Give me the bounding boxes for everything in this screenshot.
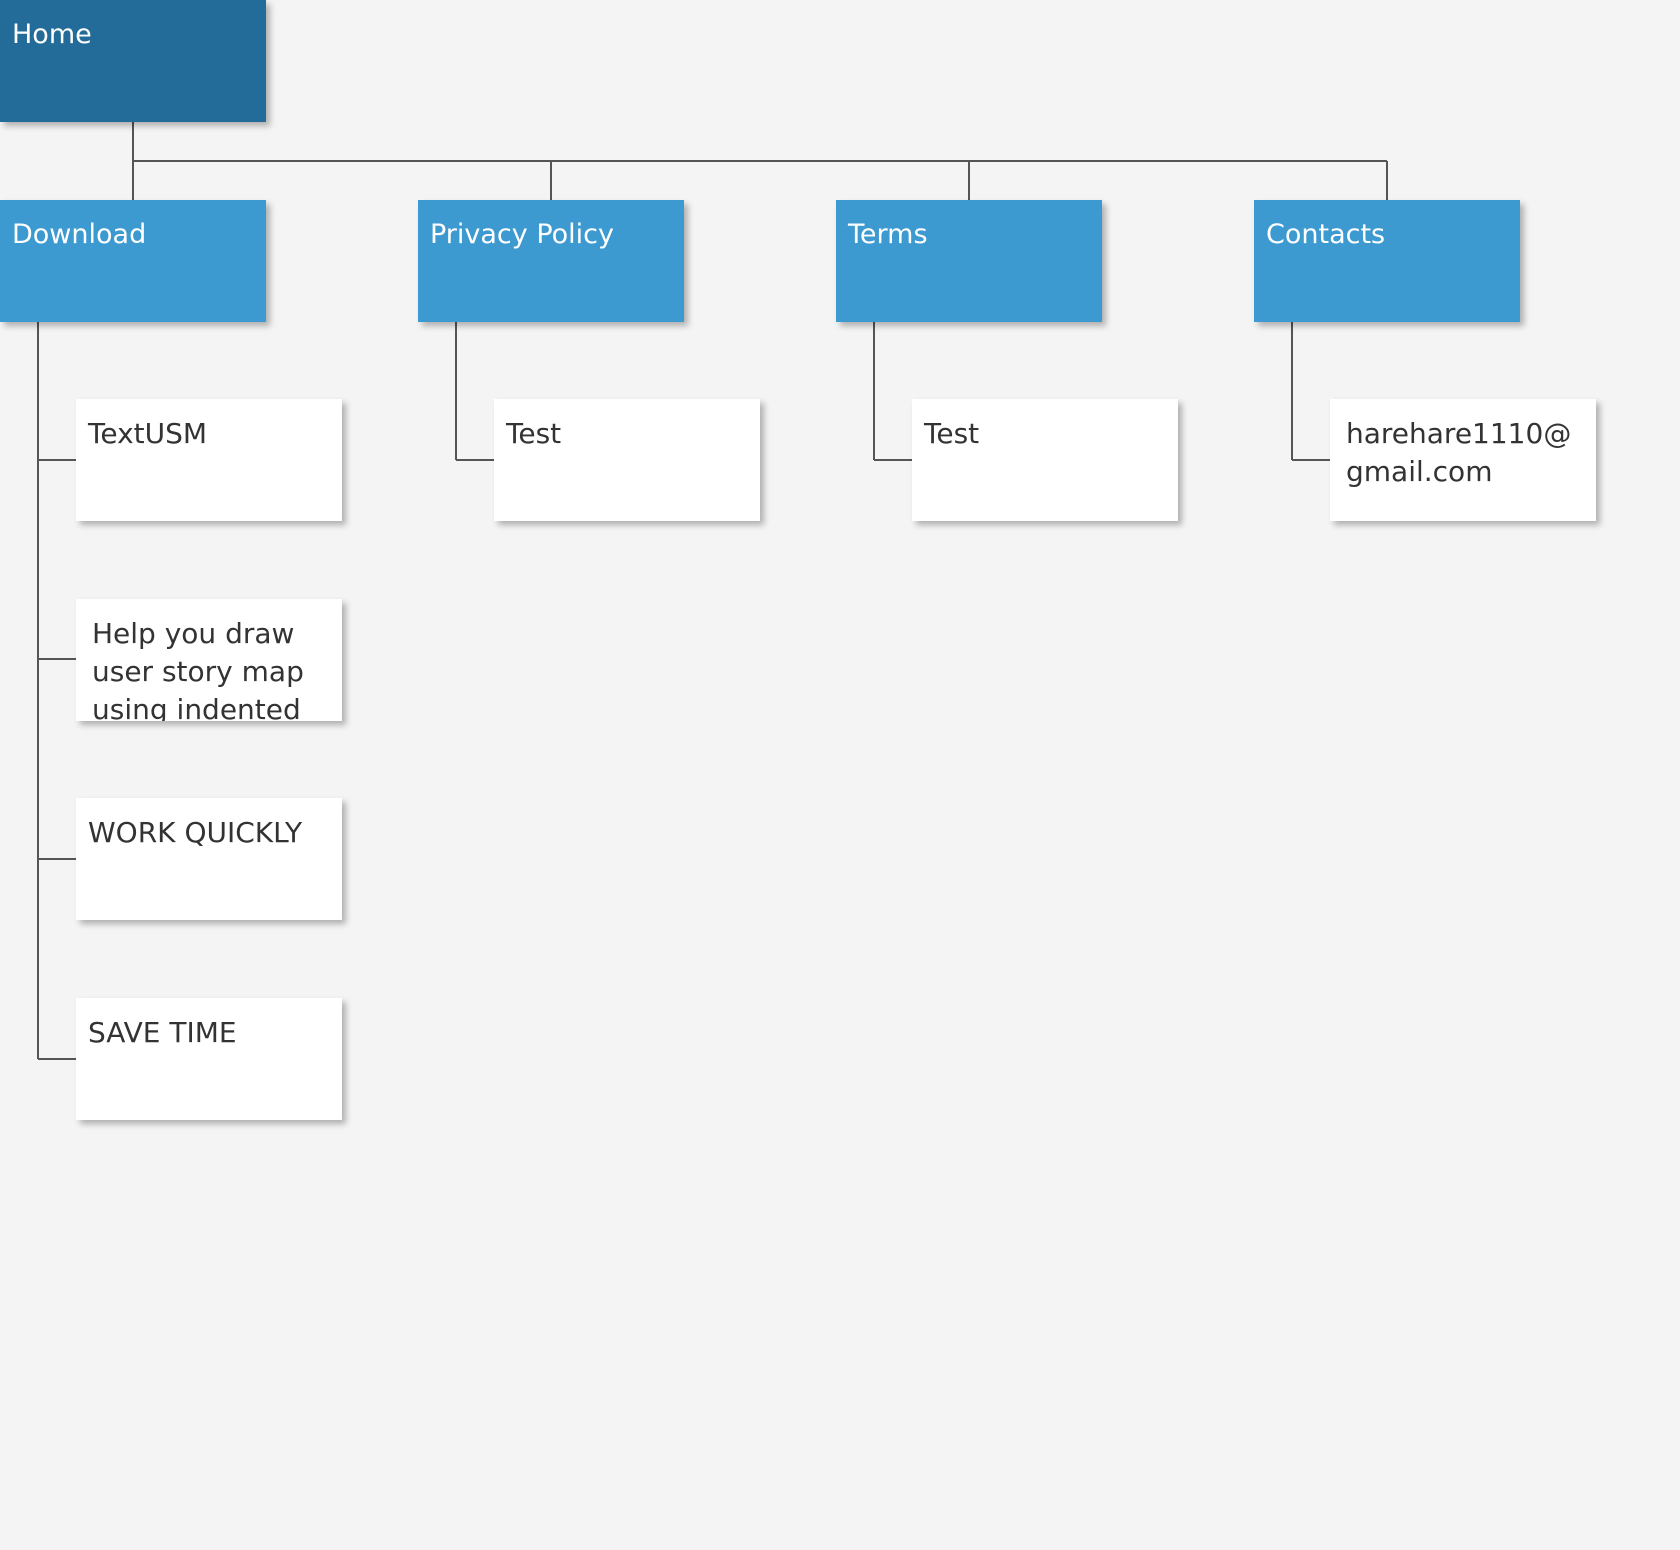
item-node-label: TextUSM bbox=[88, 417, 208, 450]
item-node-help-text[interactable]: Help you draw user story map using inden… bbox=[76, 599, 342, 721]
section-node-contacts[interactable]: Contacts bbox=[1254, 200, 1520, 322]
item-node-label: Test bbox=[506, 417, 562, 450]
root-node-home[interactable]: Home bbox=[0, 0, 266, 122]
item-node-label: WORK QUICKLY bbox=[88, 816, 303, 849]
item-node-privacy-test[interactable]: Test bbox=[494, 399, 760, 521]
item-node-label: Help you draw user story map using inden… bbox=[92, 617, 304, 721]
item-node-terms-test[interactable]: Test bbox=[912, 399, 1178, 521]
section-node-label: Contacts bbox=[1266, 219, 1386, 250]
root-node-label: Home bbox=[12, 19, 92, 50]
item-node-label: SAVE TIME bbox=[88, 1016, 237, 1049]
section-node-label: Privacy Policy bbox=[430, 219, 615, 250]
item-node-label: harehare1110@gmail.com bbox=[1346, 417, 1572, 488]
item-node-label: Test bbox=[924, 417, 980, 450]
item-node-work-quickly[interactable]: WORK QUICKLY bbox=[76, 798, 342, 920]
section-node-terms[interactable]: Terms bbox=[836, 200, 1102, 322]
section-node-download[interactable]: Download bbox=[0, 200, 266, 322]
section-node-label: Download bbox=[12, 219, 147, 250]
item-node-save-time[interactable]: SAVE TIME bbox=[76, 998, 342, 1120]
section-node-privacy-policy[interactable]: Privacy Policy bbox=[418, 200, 684, 322]
section-node-label: Terms bbox=[848, 219, 928, 250]
item-node-textusm[interactable]: TextUSM bbox=[76, 399, 342, 521]
item-node-contact-email[interactable]: harehare1110@gmail.com bbox=[1330, 399, 1596, 521]
